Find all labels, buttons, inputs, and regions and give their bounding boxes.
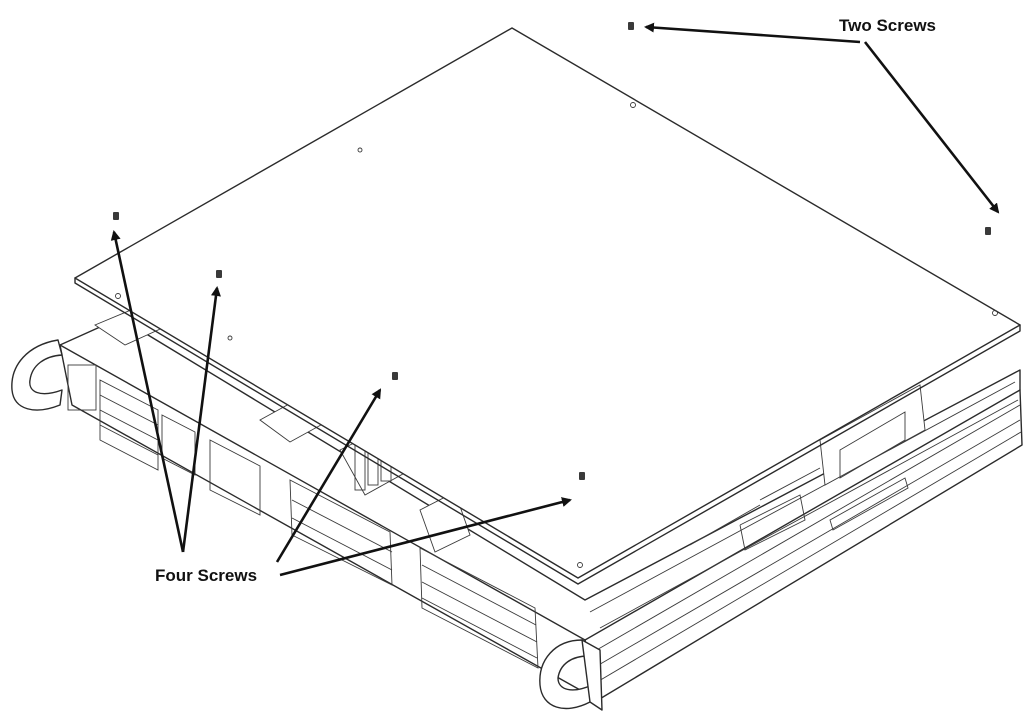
two-screws-arrows (644, 22, 1000, 214)
top-cover (74, 27, 1021, 585)
two-screws-label: Two Screws (839, 16, 936, 35)
right-handle (539, 639, 603, 711)
screws (113, 22, 991, 480)
screw-icon (985, 227, 991, 235)
screw-icon (392, 372, 398, 380)
screw-icon (579, 472, 585, 480)
four-screws-arrows (110, 230, 572, 577)
front-drive-bays (67, 364, 539, 669)
screw-icon (628, 22, 634, 30)
four-screws-label: Four Screws (155, 566, 258, 585)
screw-icon (216, 270, 222, 278)
screw-icon (113, 212, 119, 220)
left-handle (11, 339, 63, 411)
